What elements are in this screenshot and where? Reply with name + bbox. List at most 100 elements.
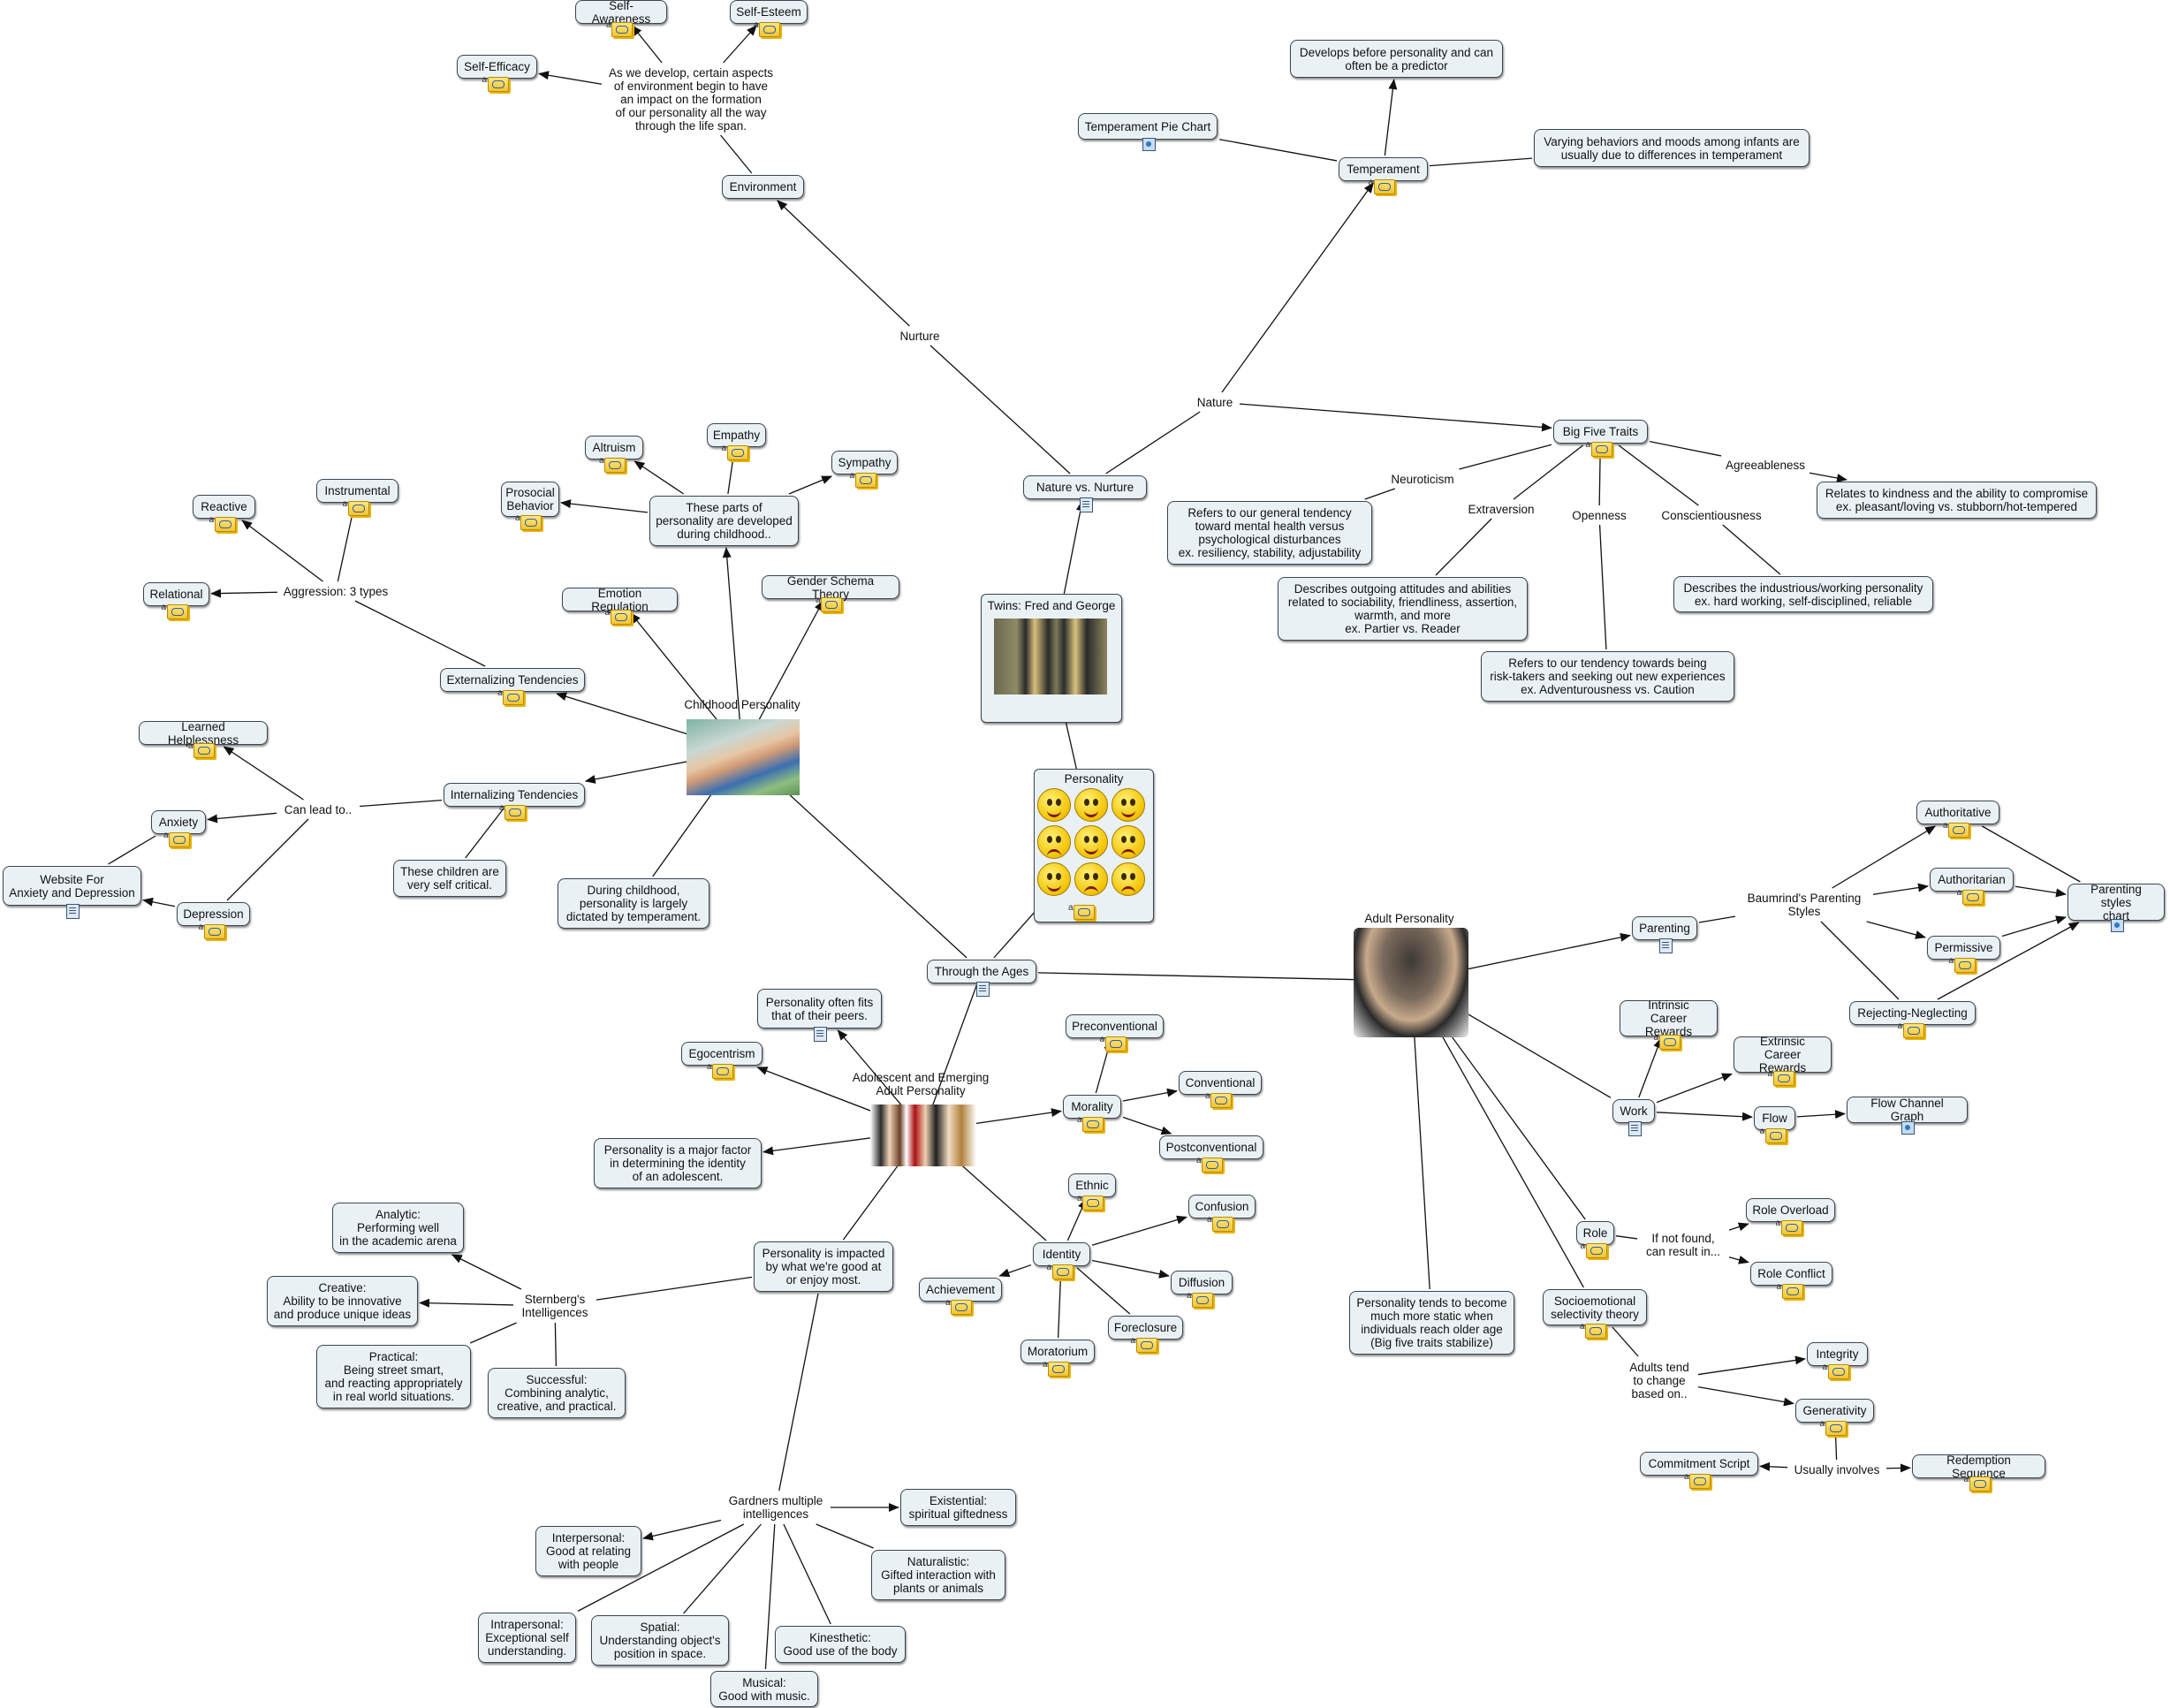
nature-vs-nurture-concept[interactable]: Nature vs. Nurture	[1023, 475, 1147, 499]
resource-icon[interactable]	[497, 688, 524, 705]
resource-icon[interactable]	[1077, 1194, 1104, 1211]
practical-concept[interactable]: Practical: Being street smart, and react…	[316, 1345, 471, 1408]
resource-icon[interactable]	[1187, 1291, 1213, 1308]
resource-icon[interactable]	[1777, 1282, 1803, 1299]
extrinsic-concept[interactable]: Extrinsic Career Rewards	[1734, 1035, 1832, 1074]
commitment-script-concept[interactable]: Commitment Script	[1640, 1452, 1758, 1476]
document-icon[interactable]	[1079, 497, 1093, 512]
temperament-concept[interactable]: Temperament	[1339, 157, 1428, 181]
intrinsic-concept[interactable]: Intrinsic Career Rewards	[1620, 998, 1718, 1038]
analytic-concept[interactable]: Analytic: Performing well in the academi…	[332, 1203, 464, 1253]
resource-icon[interactable]	[1580, 1322, 1606, 1339]
instrumental-concept[interactable]: Instrumental	[316, 479, 398, 503]
anxiety-concept[interactable]: Anxiety	[151, 810, 206, 834]
image-icon[interactable]	[1901, 1121, 1915, 1135]
role-conflict-concept[interactable]: Role Conflict	[1750, 1262, 1832, 1286]
parts-developed-concept[interactable]: These parts of personality are developed…	[649, 496, 799, 546]
resource-icon[interactable]	[162, 603, 188, 619]
temperament-pie-concept[interactable]: Temperament Pie Chart	[1078, 113, 1218, 140]
website-concept[interactable]: Website For Anxiety and Depression	[3, 866, 141, 906]
resource-icon[interactable]	[722, 444, 748, 460]
sympathy-concept[interactable]: Sympathy	[831, 451, 898, 474]
egocentrism-concept[interactable]: Egocentrism	[681, 1042, 763, 1066]
identity-concept[interactable]: Identity	[1033, 1242, 1090, 1266]
extraversion-desc-concept[interactable]: Describes outgoing attitudes and abiliti…	[1278, 577, 1528, 641]
empathy-concept[interactable]: Empathy	[707, 423, 766, 447]
naturalistic-concept[interactable]: Naturalistic: Gifted interaction with pl…	[871, 1550, 1005, 1600]
resource-icon[interactable]	[1760, 1127, 1787, 1143]
interpersonal-concept[interactable]: Interpersonal: Good at relating with peo…	[535, 1526, 641, 1576]
generativity-concept[interactable]: Generativity	[1795, 1399, 1874, 1423]
ethnic-concept[interactable]: Ethnic	[1068, 1173, 1116, 1197]
resource-icon[interactable]	[1586, 440, 1612, 457]
internalizing-concept[interactable]: Internalizing Tendencies	[444, 783, 585, 807]
postconventional-concept[interactable]: Postconventional	[1159, 1135, 1263, 1159]
self-esteem-concept[interactable]: Self-Esteem	[730, 0, 808, 24]
resource-icon[interactable]	[1043, 1360, 1069, 1377]
resource-icon[interactable]	[209, 515, 236, 532]
work-concept[interactable]: Work	[1612, 1099, 1655, 1123]
through-ages-concept[interactable]: Through the Ages	[927, 960, 1036, 983]
resource-icon[interactable]	[1047, 1263, 1074, 1279]
resource-icon[interactable]	[1068, 903, 1095, 920]
resource-icon[interactable]	[1898, 1021, 1924, 1038]
document-icon[interactable]	[1628, 1121, 1642, 1136]
self-awareness-concept[interactable]: Self-Awareness	[575, 0, 667, 26]
resource-icon[interactable]	[1581, 1241, 1607, 1258]
prosocial-concept[interactable]: Prosocial Behavior	[501, 482, 559, 517]
impacted-concept[interactable]: Personality is impacted by what we're go…	[754, 1241, 893, 1292]
document-icon[interactable]	[1658, 938, 1673, 953]
reactive-concept[interactable]: Reactive	[193, 495, 255, 519]
temp-varying-concept[interactable]: Varying behaviors and moods among infant…	[1534, 129, 1810, 167]
parenting-concept[interactable]: Parenting	[1632, 916, 1697, 940]
temp-predictor-concept[interactable]: Develops before personality and can ofte…	[1290, 40, 1503, 78]
conventional-concept[interactable]: Conventional	[1179, 1071, 1262, 1095]
resource-icon[interactable]	[1823, 1363, 1849, 1379]
intrapersonal-concept[interactable]: Intrapersonal: Exceptional self understa…	[478, 1613, 576, 1663]
resource-icon[interactable]	[1684, 1472, 1711, 1489]
resource-icon[interactable]	[1768, 1069, 1794, 1086]
preconventional-concept[interactable]: Preconventional	[1066, 1014, 1164, 1038]
resource-icon[interactable]	[1654, 1033, 1681, 1050]
gender-schema-concept[interactable]: Gender Schema Theory	[762, 574, 899, 601]
resource-icon[interactable]	[199, 922, 225, 939]
resource-icon[interactable]	[1949, 956, 1976, 973]
document-icon[interactable]	[66, 904, 80, 919]
childhood-temperament-concept[interactable]: During childhood, personality is largely…	[558, 878, 709, 929]
resource-icon[interactable]	[1131, 1336, 1157, 1353]
peers-concept[interactable]: Personality often fits that of their pee…	[757, 989, 882, 1029]
confusion-concept[interactable]: Confusion	[1188, 1195, 1256, 1218]
agreeableness-desc-concept[interactable]: Relates to kindness and the ability to c…	[1817, 482, 2097, 519]
resource-icon[interactable]	[707, 1062, 733, 1079]
self-critical-concept[interactable]: These children are very self critical.	[393, 860, 506, 897]
rejecting-concept[interactable]: Rejecting-Neglecting	[1849, 1001, 1976, 1025]
resource-icon[interactable]	[1820, 1419, 1847, 1436]
resource-icon[interactable]	[605, 608, 632, 625]
big-five-concept[interactable]: Big Five Traits	[1553, 420, 1648, 444]
resource-icon[interactable]	[945, 1298, 972, 1315]
identity-factor-concept[interactable]: Personality is a major factor in determi…	[594, 1138, 762, 1188]
image-icon[interactable]	[1142, 138, 1156, 151]
resource-icon[interactable]	[1077, 1115, 1104, 1132]
emotion-regulation-concept[interactable]: Emotion Regulation	[562, 587, 678, 613]
parenting-chart-concept[interactable]: Parenting styles chart	[2068, 883, 2165, 922]
achievement-concept[interactable]: Achievement	[919, 1278, 1002, 1302]
flow-graph-concept[interactable]: Flow Channel Graph	[1847, 1097, 1968, 1123]
role-overload-concept[interactable]: Role Overload	[1746, 1198, 1835, 1222]
diffusion-concept[interactable]: Diffusion	[1171, 1271, 1233, 1294]
document-icon[interactable]	[975, 982, 990, 997]
socioemotional-concept[interactable]: Socioemotional selectivity theory	[1543, 1289, 1647, 1325]
resource-icon[interactable]	[343, 499, 369, 516]
integrity-concept[interactable]: Integrity	[1807, 1342, 1868, 1366]
depression-concept[interactable]: Depression	[177, 902, 250, 926]
successful-concept[interactable]: Successful: Combining analytic, creative…	[488, 1368, 626, 1418]
moratorium-concept[interactable]: Moratorium	[1021, 1340, 1095, 1363]
document-icon[interactable]	[814, 1027, 827, 1042]
openness-desc-concept[interactable]: Refers to our tendency towards being ris…	[1481, 651, 1734, 702]
resource-icon[interactable]	[1196, 1156, 1223, 1173]
image-icon[interactable]	[2110, 919, 2124, 932]
neuroticism-desc-concept[interactable]: Refers to our general tendency toward me…	[1167, 501, 1372, 565]
authoritarian-concept[interactable]: Authoritarian	[1930, 868, 2014, 892]
resource-icon[interactable]	[816, 596, 842, 612]
altruism-concept[interactable]: Altruism	[585, 436, 643, 459]
